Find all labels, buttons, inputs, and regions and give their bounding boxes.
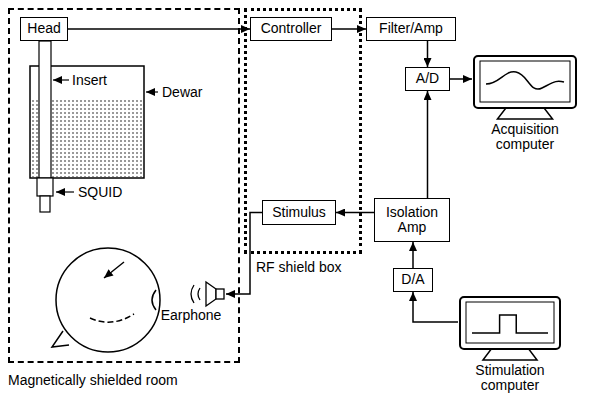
earphone-icon [156, 280, 226, 308]
signal-arrow [412, 242, 414, 268]
signal-arrow [68, 28, 250, 30]
monitor-stand [497, 108, 552, 119]
monitor-frame [460, 297, 560, 349]
signal-arrow [427, 41, 429, 67]
part-label: SQUID [78, 184, 122, 200]
node-label: Head [27, 21, 60, 36]
process-box: Controller [250, 17, 332, 41]
signal-arrow [413, 292, 458, 322]
node-label: Isolation Amp [380, 205, 444, 236]
squid-coil [40, 196, 50, 212]
node-label: Filter/Amp [379, 21, 443, 36]
signal-trace [472, 315, 548, 333]
computer-monitor: Stimulation computer [458, 295, 562, 394]
node-label: Acquisition computer [472, 122, 578, 153]
process-box: Stimulus [262, 200, 336, 225]
earphone: Earphone [156, 280, 226, 323]
speaker-cone [206, 282, 216, 306]
computer-monitor-icon [472, 54, 578, 122]
process-box: Filter/Amp [366, 17, 456, 41]
subject-head [56, 248, 160, 352]
part-label: Insert [72, 72, 107, 88]
sound-wave [191, 285, 194, 303]
node-label: Earphone [161, 308, 222, 323]
speaker-body [216, 289, 224, 299]
computer-monitor: Acquisition computer [472, 54, 578, 153]
monitor-frame [474, 56, 576, 108]
converter-box: D/A [393, 268, 433, 292]
region-label: RF shield box [256, 260, 342, 275]
squid-sensor [37, 178, 53, 196]
node-label: Controller [261, 21, 322, 36]
signal-arrow [427, 91, 429, 198]
node-label: D/A [401, 272, 424, 287]
insert-tube [39, 41, 51, 178]
node-label: Stimulus [272, 205, 326, 220]
signal-arrow [450, 78, 472, 80]
signal-trace [486, 72, 564, 89]
signal-arrow [336, 212, 374, 214]
part-label: Dewar [162, 84, 202, 100]
process-box: Isolation Amp [374, 198, 450, 242]
nose [52, 331, 69, 347]
ear [152, 290, 156, 310]
sound-wave [198, 288, 200, 300]
node-label: A/D [416, 71, 439, 86]
monitor-screen [480, 61, 570, 102]
leader-arrow [53, 79, 69, 80]
leader-arrow [146, 91, 158, 92]
source-arrow [104, 262, 124, 278]
rf-shield-box: RF shield boxControllerStimulus [244, 8, 362, 254]
computer-monitor-icon [458, 295, 562, 363]
monitor-stand [483, 349, 537, 360]
shielded-room: Magnetically shielded roomHeadEarphone [8, 8, 240, 363]
node-label: Stimulation computer [458, 363, 562, 394]
region-label: Magnetically shielded room [8, 373, 178, 388]
monitor-screen [466, 302, 554, 343]
converter-box: A/D [405, 67, 450, 91]
leader-arrow [56, 191, 74, 192]
head-box: Head [20, 17, 68, 41]
auditory-cortex-line [90, 314, 134, 322]
